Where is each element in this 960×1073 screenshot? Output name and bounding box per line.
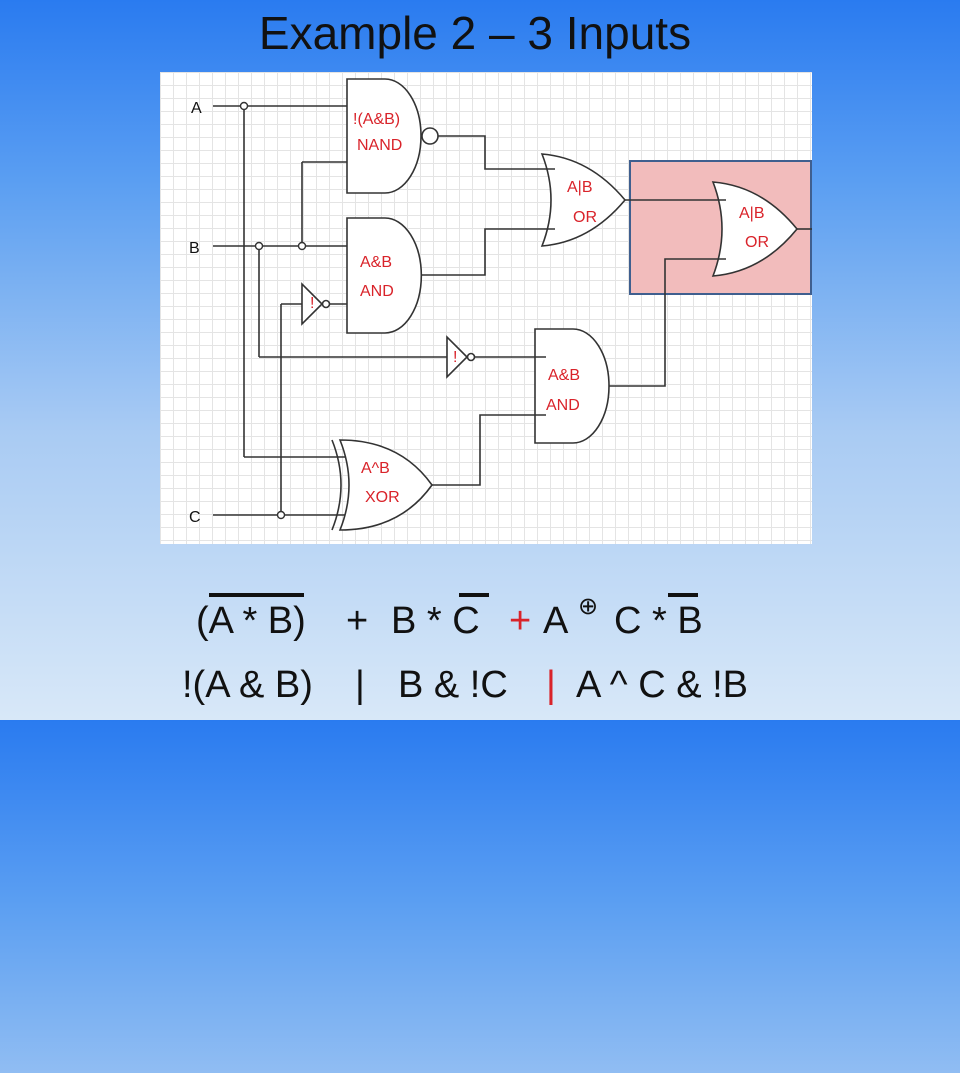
and1-expr: A&B [360, 254, 392, 271]
formula-code-or2: | [546, 664, 556, 706]
formula-math-xor-symbol: ⊕ [578, 593, 599, 620]
formula-math-nand: (A * B) [196, 600, 306, 642]
or-final-expr: A|B [739, 205, 765, 222]
wire-c [213, 303, 347, 516]
formula-code-or1: | [355, 664, 365, 706]
formula-math-rest: C * B [614, 600, 703, 642]
formula-math-plus2: + [509, 600, 532, 642]
and2-expr: A&B [548, 367, 580, 384]
and-gate-1 [346, 217, 423, 334]
or-final-name: OR [745, 234, 769, 251]
nand-gate [346, 78, 439, 194]
formula-math-plus1: + [346, 600, 369, 642]
nand-expr: !(A&B) [353, 111, 400, 128]
overbar-b [668, 593, 698, 597]
input-c-label: C [189, 509, 201, 526]
overbar-c [459, 593, 489, 597]
not-gate-2 [446, 335, 476, 379]
xor-name: XOR [365, 489, 400, 506]
wire-b [213, 161, 447, 358]
not-gate-1 [301, 282, 331, 326]
or1-expr: A|B [567, 179, 593, 196]
input-a-label: A [191, 100, 202, 117]
logic-circuit-diagram: A B C !(A&B) NAND A&B AND ! A|B OR A|B O… [160, 72, 812, 544]
input-b-label: B [189, 240, 200, 257]
or1-name: OR [573, 209, 597, 226]
formula-code-rest: A ^ C & !B [576, 664, 749, 706]
formula-code-and: B & !C [398, 664, 508, 706]
and2-name: AND [546, 397, 580, 414]
xor-expr: A^B [361, 460, 390, 477]
formula-math: (A * B) + B * C + A ⊕ C * B [0, 593, 960, 646]
formula-code-nand: !(A & B) [182, 664, 313, 706]
internal-wires [421, 135, 812, 486]
slide-title: Example 2 – 3 Inputs [258, 7, 692, 59]
wire-a [213, 105, 347, 458]
formula-math-and: B * C [391, 600, 480, 642]
and-gate-2 [534, 328, 610, 444]
not2-symbol: ! [453, 349, 457, 366]
nand-name: NAND [357, 137, 402, 154]
xor-gate [331, 439, 433, 531]
not1-symbol: ! [310, 295, 314, 312]
and1-name: AND [360, 283, 394, 300]
overbar-ab [209, 593, 304, 597]
formula-code: !(A & B) | B & !C | A ^ C & !B [0, 664, 960, 710]
formula-math-a: A [543, 600, 569, 642]
or-gate-1 [540, 153, 627, 247]
or-gate-final [711, 181, 799, 277]
